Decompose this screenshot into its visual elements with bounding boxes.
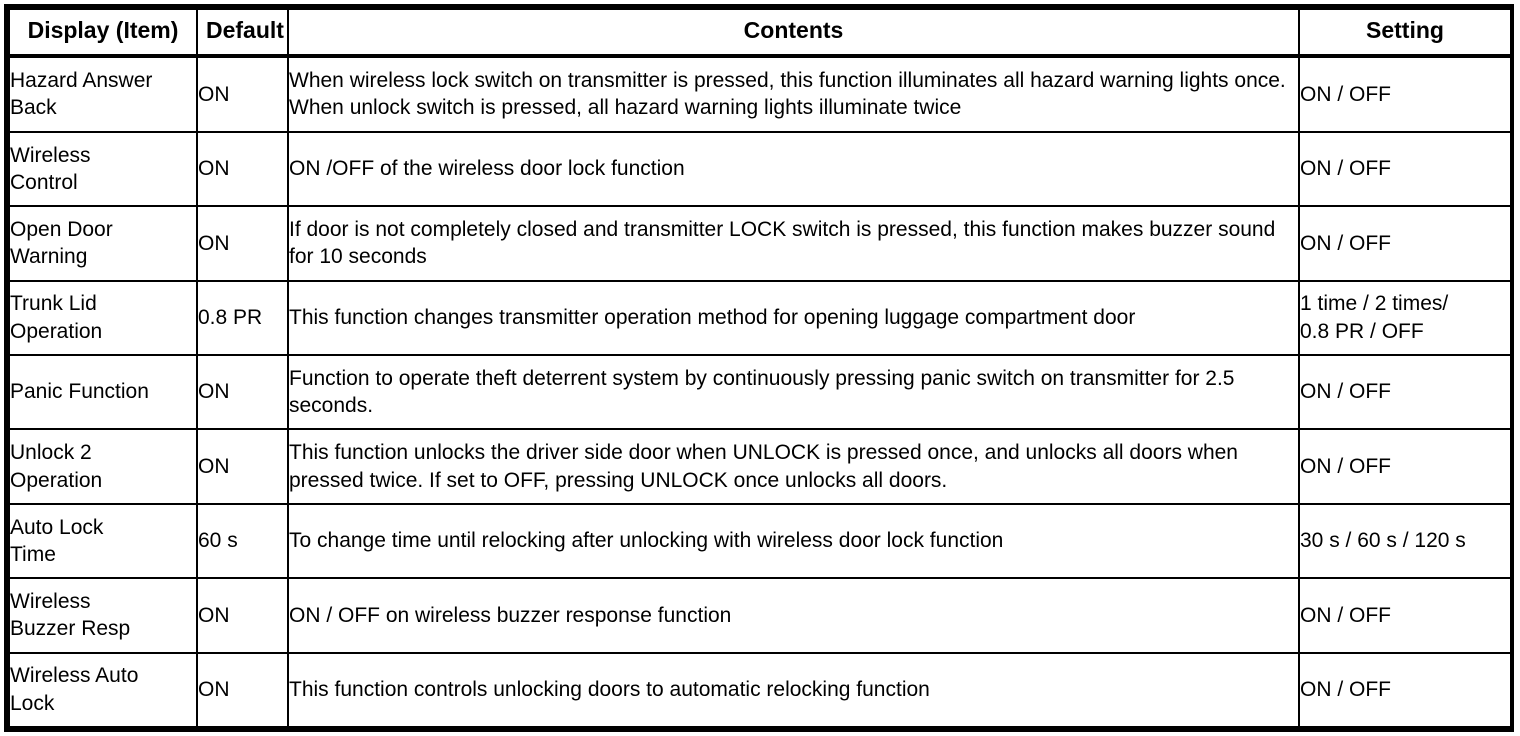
setting-line-1: ON / OFF bbox=[1300, 380, 1391, 404]
table-header: Display (Item) Default Contents Setting bbox=[8, 8, 1512, 58]
cell-display-item: Wireless Control bbox=[8, 130, 198, 208]
setting-line-1: ON / OFF bbox=[1300, 454, 1391, 478]
item-line-1: Panic Function bbox=[10, 380, 149, 404]
item-line-2: Time bbox=[10, 542, 56, 566]
cell-display-item: Auto Lock Time bbox=[8, 502, 198, 580]
item-line-2: Control bbox=[10, 170, 78, 194]
cell-default-value: ON bbox=[196, 55, 289, 133]
item-line-1: Open Door bbox=[10, 218, 113, 242]
cell-contents-text: This function unlocks the driver side do… bbox=[287, 428, 1300, 505]
table-body: Hazard Answer Back ON When wireless lock… bbox=[8, 55, 1512, 729]
cell-display-item: Wireless Buzzer Resp bbox=[8, 577, 198, 654]
table-row: Open Door Warning ON If door is not comp… bbox=[8, 205, 1512, 282]
setting-line-1: 1 time / 2 times/ bbox=[1300, 292, 1449, 316]
setting-line-1: ON / OFF bbox=[1300, 231, 1391, 255]
column-header-default: Default bbox=[196, 8, 289, 58]
cell-setting-options: ON / OFF bbox=[1298, 353, 1512, 431]
item-line-1: Trunk Lid bbox=[10, 292, 97, 316]
cell-default-value: ON bbox=[196, 577, 289, 654]
item-line-1: Wireless bbox=[10, 143, 91, 167]
cell-display-item: Trunk Lid Operation bbox=[8, 279, 198, 356]
cell-setting-options: ON / OFF bbox=[1298, 577, 1512, 654]
item-line-2: Operation bbox=[10, 468, 103, 492]
column-header-setting: Setting bbox=[1298, 8, 1512, 58]
cell-default-value: ON bbox=[196, 353, 289, 431]
cell-default-value: ON bbox=[196, 130, 289, 208]
setting-line-2: 0.8 PR / OFF bbox=[1300, 319, 1424, 343]
item-line-1: Wireless Auto bbox=[10, 664, 139, 688]
column-header-display-item: Display (Item) bbox=[8, 8, 198, 58]
setting-line-1: ON / OFF bbox=[1300, 82, 1391, 106]
cell-contents-text: ON / OFF on wireless buzzer response fun… bbox=[287, 577, 1300, 654]
item-line-2: Lock bbox=[10, 691, 55, 715]
item-line-2: Operation bbox=[10, 319, 103, 343]
cell-default-value: ON bbox=[196, 428, 289, 505]
cell-setting-options: 1 time / 2 times/ 0.8 PR / OFF bbox=[1298, 279, 1512, 356]
item-line-1: Auto Lock bbox=[10, 515, 104, 539]
table-row: Trunk Lid Operation 0.8 PR This function… bbox=[8, 279, 1512, 356]
cell-display-item: Wireless Auto Lock bbox=[8, 651, 198, 729]
cell-display-item: Panic Function bbox=[8, 353, 198, 431]
cell-setting-options: 30 s / 60 s / 120 s bbox=[1298, 502, 1512, 580]
cell-contents-text: This function controls unlocking doors t… bbox=[287, 651, 1300, 729]
cell-default-value: 0.8 PR bbox=[196, 279, 289, 356]
setting-line-1: ON / OFF bbox=[1300, 678, 1391, 702]
cell-setting-options: ON / OFF bbox=[1298, 55, 1512, 133]
table-row: Wireless Auto Lock ON This function cont… bbox=[8, 651, 1512, 729]
table-row: Panic Function ON Function to operate th… bbox=[8, 353, 1512, 431]
spec-table-container: Display (Item) Default Contents Setting … bbox=[4, 4, 1514, 732]
item-line-2: Buzzer Resp bbox=[10, 617, 131, 641]
cell-setting-options: ON / OFF bbox=[1298, 428, 1512, 505]
header-row: Display (Item) Default Contents Setting bbox=[8, 8, 1512, 58]
cell-display-item: Unlock 2 Operation bbox=[8, 428, 198, 505]
table-row: Wireless Control ON ON /OFF of the wirel… bbox=[8, 130, 1512, 208]
table-row: Auto Lock Time 60 s To change time until… bbox=[8, 502, 1512, 580]
cell-contents-text: When wireless lock switch on transmitter… bbox=[287, 55, 1300, 133]
wireless-function-settings-table: Display (Item) Default Contents Setting … bbox=[8, 8, 1512, 729]
cell-default-value: 60 s bbox=[196, 502, 289, 580]
table-row: Unlock 2 Operation ON This function unlo… bbox=[8, 428, 1512, 505]
cell-contents-text: This function changes transmitter operat… bbox=[287, 279, 1300, 356]
cell-default-value: ON bbox=[196, 651, 289, 729]
item-line-1: Hazard Answer bbox=[10, 69, 153, 93]
cell-contents-text: Function to operate theft deterrent syst… bbox=[287, 353, 1300, 431]
setting-line-1: ON / OFF bbox=[1300, 603, 1391, 627]
cell-contents-text: ON /OFF of the wireless door lock functi… bbox=[287, 130, 1300, 208]
cell-setting-options: ON / OFF bbox=[1298, 130, 1512, 208]
cell-default-value: ON bbox=[196, 205, 289, 282]
table-row: Hazard Answer Back ON When wireless lock… bbox=[8, 55, 1512, 133]
column-header-contents: Contents bbox=[287, 8, 1300, 58]
table-row: Wireless Buzzer Resp ON ON / OFF on wire… bbox=[8, 577, 1512, 654]
cell-contents-text: To change time until relocking after unl… bbox=[287, 502, 1300, 580]
setting-line-1: 30 s / 60 s / 120 s bbox=[1300, 529, 1466, 553]
cell-contents-text: If door is not completely closed and tra… bbox=[287, 205, 1300, 282]
item-line-2: Warning bbox=[10, 245, 88, 269]
cell-display-item: Hazard Answer Back bbox=[8, 55, 198, 133]
cell-setting-options: ON / OFF bbox=[1298, 651, 1512, 729]
item-line-1: Unlock 2 bbox=[10, 441, 92, 465]
setting-line-1: ON / OFF bbox=[1300, 157, 1391, 181]
item-line-2: Back bbox=[10, 96, 57, 120]
cell-setting-options: ON / OFF bbox=[1298, 205, 1512, 282]
cell-display-item: Open Door Warning bbox=[8, 205, 198, 282]
item-line-1: Wireless bbox=[10, 590, 91, 614]
